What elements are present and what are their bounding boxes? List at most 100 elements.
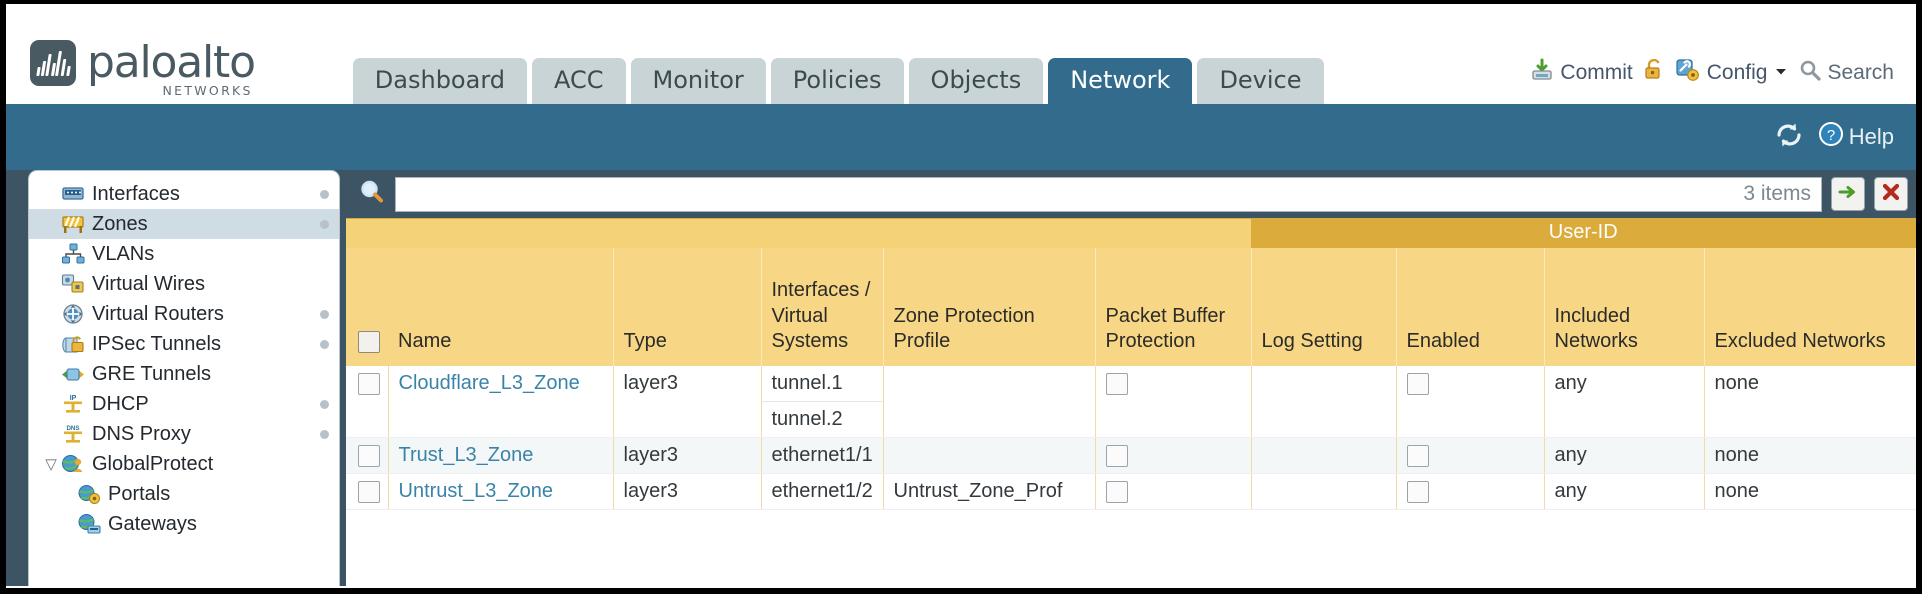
userid-enabled-checkbox[interactable] bbox=[1406, 480, 1429, 503]
col-header-interfaces[interactable]: Interfaces / Virtual Systems bbox=[761, 248, 884, 366]
sidebar-item-ipsec-tunnels[interactable]: IPSec Tunnels bbox=[29, 329, 339, 359]
packet-buffer-protection-checkbox[interactable] bbox=[1105, 372, 1128, 395]
sidebar-label: Gateways bbox=[108, 512, 197, 535]
table-column-header-row: Name Type Interfaces / Virtual Systems Z… bbox=[346, 248, 1916, 366]
status-dot bbox=[320, 429, 329, 439]
brand-logo: paloalto NETWORKS bbox=[6, 40, 256, 104]
row-select-checkbox[interactable] bbox=[358, 372, 380, 395]
row-select-cell bbox=[346, 473, 389, 510]
config-label: Config bbox=[1706, 61, 1768, 84]
table-row[interactable]: Trust_L3_Zone layer3 ethernet1/1 bbox=[346, 437, 1916, 474]
zone-name-link[interactable]: Untrust_L3_Zone bbox=[398, 480, 554, 502]
userid-enabled-checkbox[interactable] bbox=[1406, 444, 1429, 467]
cell-interfaces: tunnel.1 tunnel.2 bbox=[761, 366, 884, 438]
chevron-down-icon bbox=[1773, 61, 1789, 85]
sidebar-item-gre-tunnels[interactable]: GRE Tunnels bbox=[29, 359, 339, 389]
zones-table-body: Cloudflare_L3_Zone layer3 tunnel.1 tunne… bbox=[346, 366, 1916, 510]
refresh-icon[interactable] bbox=[1774, 121, 1804, 154]
globalprotect-icon bbox=[61, 453, 85, 475]
cell-type: layer3 bbox=[613, 437, 762, 474]
zone-name-link[interactable]: Trust_L3_Zone bbox=[398, 444, 534, 466]
interface-entry: tunnel.1 bbox=[761, 366, 883, 402]
virtual-wires-icon bbox=[61, 273, 85, 295]
cell-userid-enabled bbox=[1396, 473, 1545, 510]
col-header-zone-protection-profile[interactable]: Zone Protection Profile bbox=[883, 248, 1096, 366]
col-header-enabled[interactable]: Enabled bbox=[1396, 248, 1545, 366]
row-select-cell bbox=[346, 366, 389, 438]
vlans-icon bbox=[61, 243, 85, 265]
zones-icon bbox=[61, 213, 85, 235]
zones-content-panel: 3 items bbox=[346, 170, 1916, 586]
gre-tunnels-icon bbox=[61, 363, 85, 385]
config-wrench-icon bbox=[1675, 58, 1701, 88]
virtual-routers-icon bbox=[61, 303, 85, 325]
sidebar-item-vlans[interactable]: VLANs bbox=[29, 239, 339, 269]
context-action-bar: ? Help bbox=[6, 104, 1916, 170]
help-button[interactable]: ? Help bbox=[1818, 121, 1894, 153]
cell-excluded-networks: none bbox=[1704, 366, 1916, 438]
sidebar-item-virtual-routers[interactable]: Virtual Routers bbox=[29, 299, 339, 329]
cell-log-setting bbox=[1251, 473, 1397, 510]
help-label: Help bbox=[1848, 124, 1894, 149]
col-header-included-networks[interactable]: Included Networks bbox=[1544, 248, 1705, 366]
row-select-checkbox[interactable] bbox=[358, 444, 380, 467]
cell-packet-buffer-protection bbox=[1095, 366, 1252, 438]
packet-buffer-protection-checkbox[interactable] bbox=[1105, 444, 1128, 467]
tab-dashboard[interactable]: Dashboard bbox=[352, 58, 528, 104]
sidebar-item-dhcp[interactable]: IP DHCP bbox=[29, 389, 339, 419]
row-select-checkbox[interactable] bbox=[358, 480, 380, 503]
col-header-name[interactable]: Name bbox=[388, 248, 614, 366]
sidebar-item-zones[interactable]: Zones bbox=[29, 209, 339, 239]
sidebar-item-gateways[interactable]: Gateways bbox=[29, 509, 339, 539]
paloalto-logo-icon bbox=[30, 40, 76, 86]
tab-network[interactable]: Network bbox=[1048, 58, 1193, 104]
tab-policies[interactable]: Policies bbox=[770, 58, 904, 104]
sidebar-item-portals[interactable]: Portals bbox=[29, 479, 339, 509]
search-button[interactable]: Search bbox=[1799, 59, 1894, 87]
tab-device[interactable]: Device bbox=[1197, 58, 1324, 104]
col-header-packet-buffer-protection[interactable]: Packet Buffer Protection bbox=[1095, 248, 1252, 366]
commit-button[interactable]: Commit bbox=[1530, 58, 1633, 88]
sidebar-label: DNS Proxy bbox=[92, 422, 191, 445]
status-dot bbox=[320, 339, 329, 349]
cell-zone-protection-profile bbox=[883, 366, 1096, 438]
userid-enabled-checkbox[interactable] bbox=[1406, 372, 1429, 395]
select-all-checkbox[interactable] bbox=[358, 330, 380, 353]
col-header-excluded-networks[interactable]: Excluded Networks bbox=[1704, 248, 1916, 366]
table-row[interactable]: Cloudflare_L3_Zone layer3 tunnel.1 tunne… bbox=[346, 366, 1916, 438]
apply-filter-button[interactable] bbox=[1831, 177, 1865, 211]
cell-included-networks: any bbox=[1544, 366, 1705, 438]
svg-text:IP: IP bbox=[70, 395, 77, 402]
cell-included-networks: any bbox=[1544, 473, 1705, 510]
col-header-type[interactable]: Type bbox=[613, 248, 762, 366]
cell-name: Untrust_L3_Zone bbox=[388, 473, 614, 510]
commit-save-icon bbox=[1530, 58, 1554, 88]
sidebar-item-dns-proxy[interactable]: DNS DNS Proxy bbox=[29, 419, 339, 449]
tab-monitor[interactable]: Monitor bbox=[630, 58, 766, 104]
interfaces-icon bbox=[61, 183, 85, 205]
packet-buffer-protection-checkbox[interactable] bbox=[1105, 480, 1128, 503]
config-menu-button[interactable]: Config bbox=[1675, 58, 1790, 88]
cell-name: Cloudflare_L3_Zone bbox=[388, 366, 614, 438]
sidebar-label: GRE Tunnels bbox=[92, 362, 211, 385]
clear-filter-button[interactable] bbox=[1874, 177, 1908, 211]
search-input[interactable] bbox=[406, 182, 1736, 206]
sidebar-item-globalprotect[interactable]: ▽ GlobalProtect bbox=[29, 449, 339, 479]
sidebar-item-virtual-wires[interactable]: Virtual Wires bbox=[29, 269, 339, 299]
cell-interfaces: ethernet1/1 bbox=[761, 437, 884, 474]
commit-label: Commit bbox=[1560, 61, 1633, 84]
group-header-spacer bbox=[346, 219, 1251, 248]
magnifier-icon[interactable] bbox=[354, 178, 386, 211]
tab-objects[interactable]: Objects bbox=[908, 58, 1044, 104]
tab-acc[interactable]: ACC bbox=[532, 58, 626, 104]
zone-name-link[interactable]: Cloudflare_L3_Zone bbox=[398, 372, 580, 394]
collapse-triangle-icon[interactable]: ▽ bbox=[45, 456, 57, 473]
svg-text:DNS: DNS bbox=[66, 425, 79, 432]
lock-button[interactable] bbox=[1643, 58, 1665, 88]
filter-search-field[interactable]: 3 items bbox=[395, 176, 1822, 212]
cell-zone-protection-profile bbox=[883, 437, 1096, 474]
sidebar-item-interfaces[interactable]: Interfaces bbox=[29, 179, 339, 209]
col-header-log-setting[interactable]: Log Setting bbox=[1251, 248, 1397, 366]
table-row[interactable]: Untrust_L3_Zone layer3 ethernet1/2 Untru… bbox=[346, 473, 1916, 510]
top-header-bar: paloalto NETWORKS Dashboard ACC Monitor … bbox=[6, 4, 1916, 104]
